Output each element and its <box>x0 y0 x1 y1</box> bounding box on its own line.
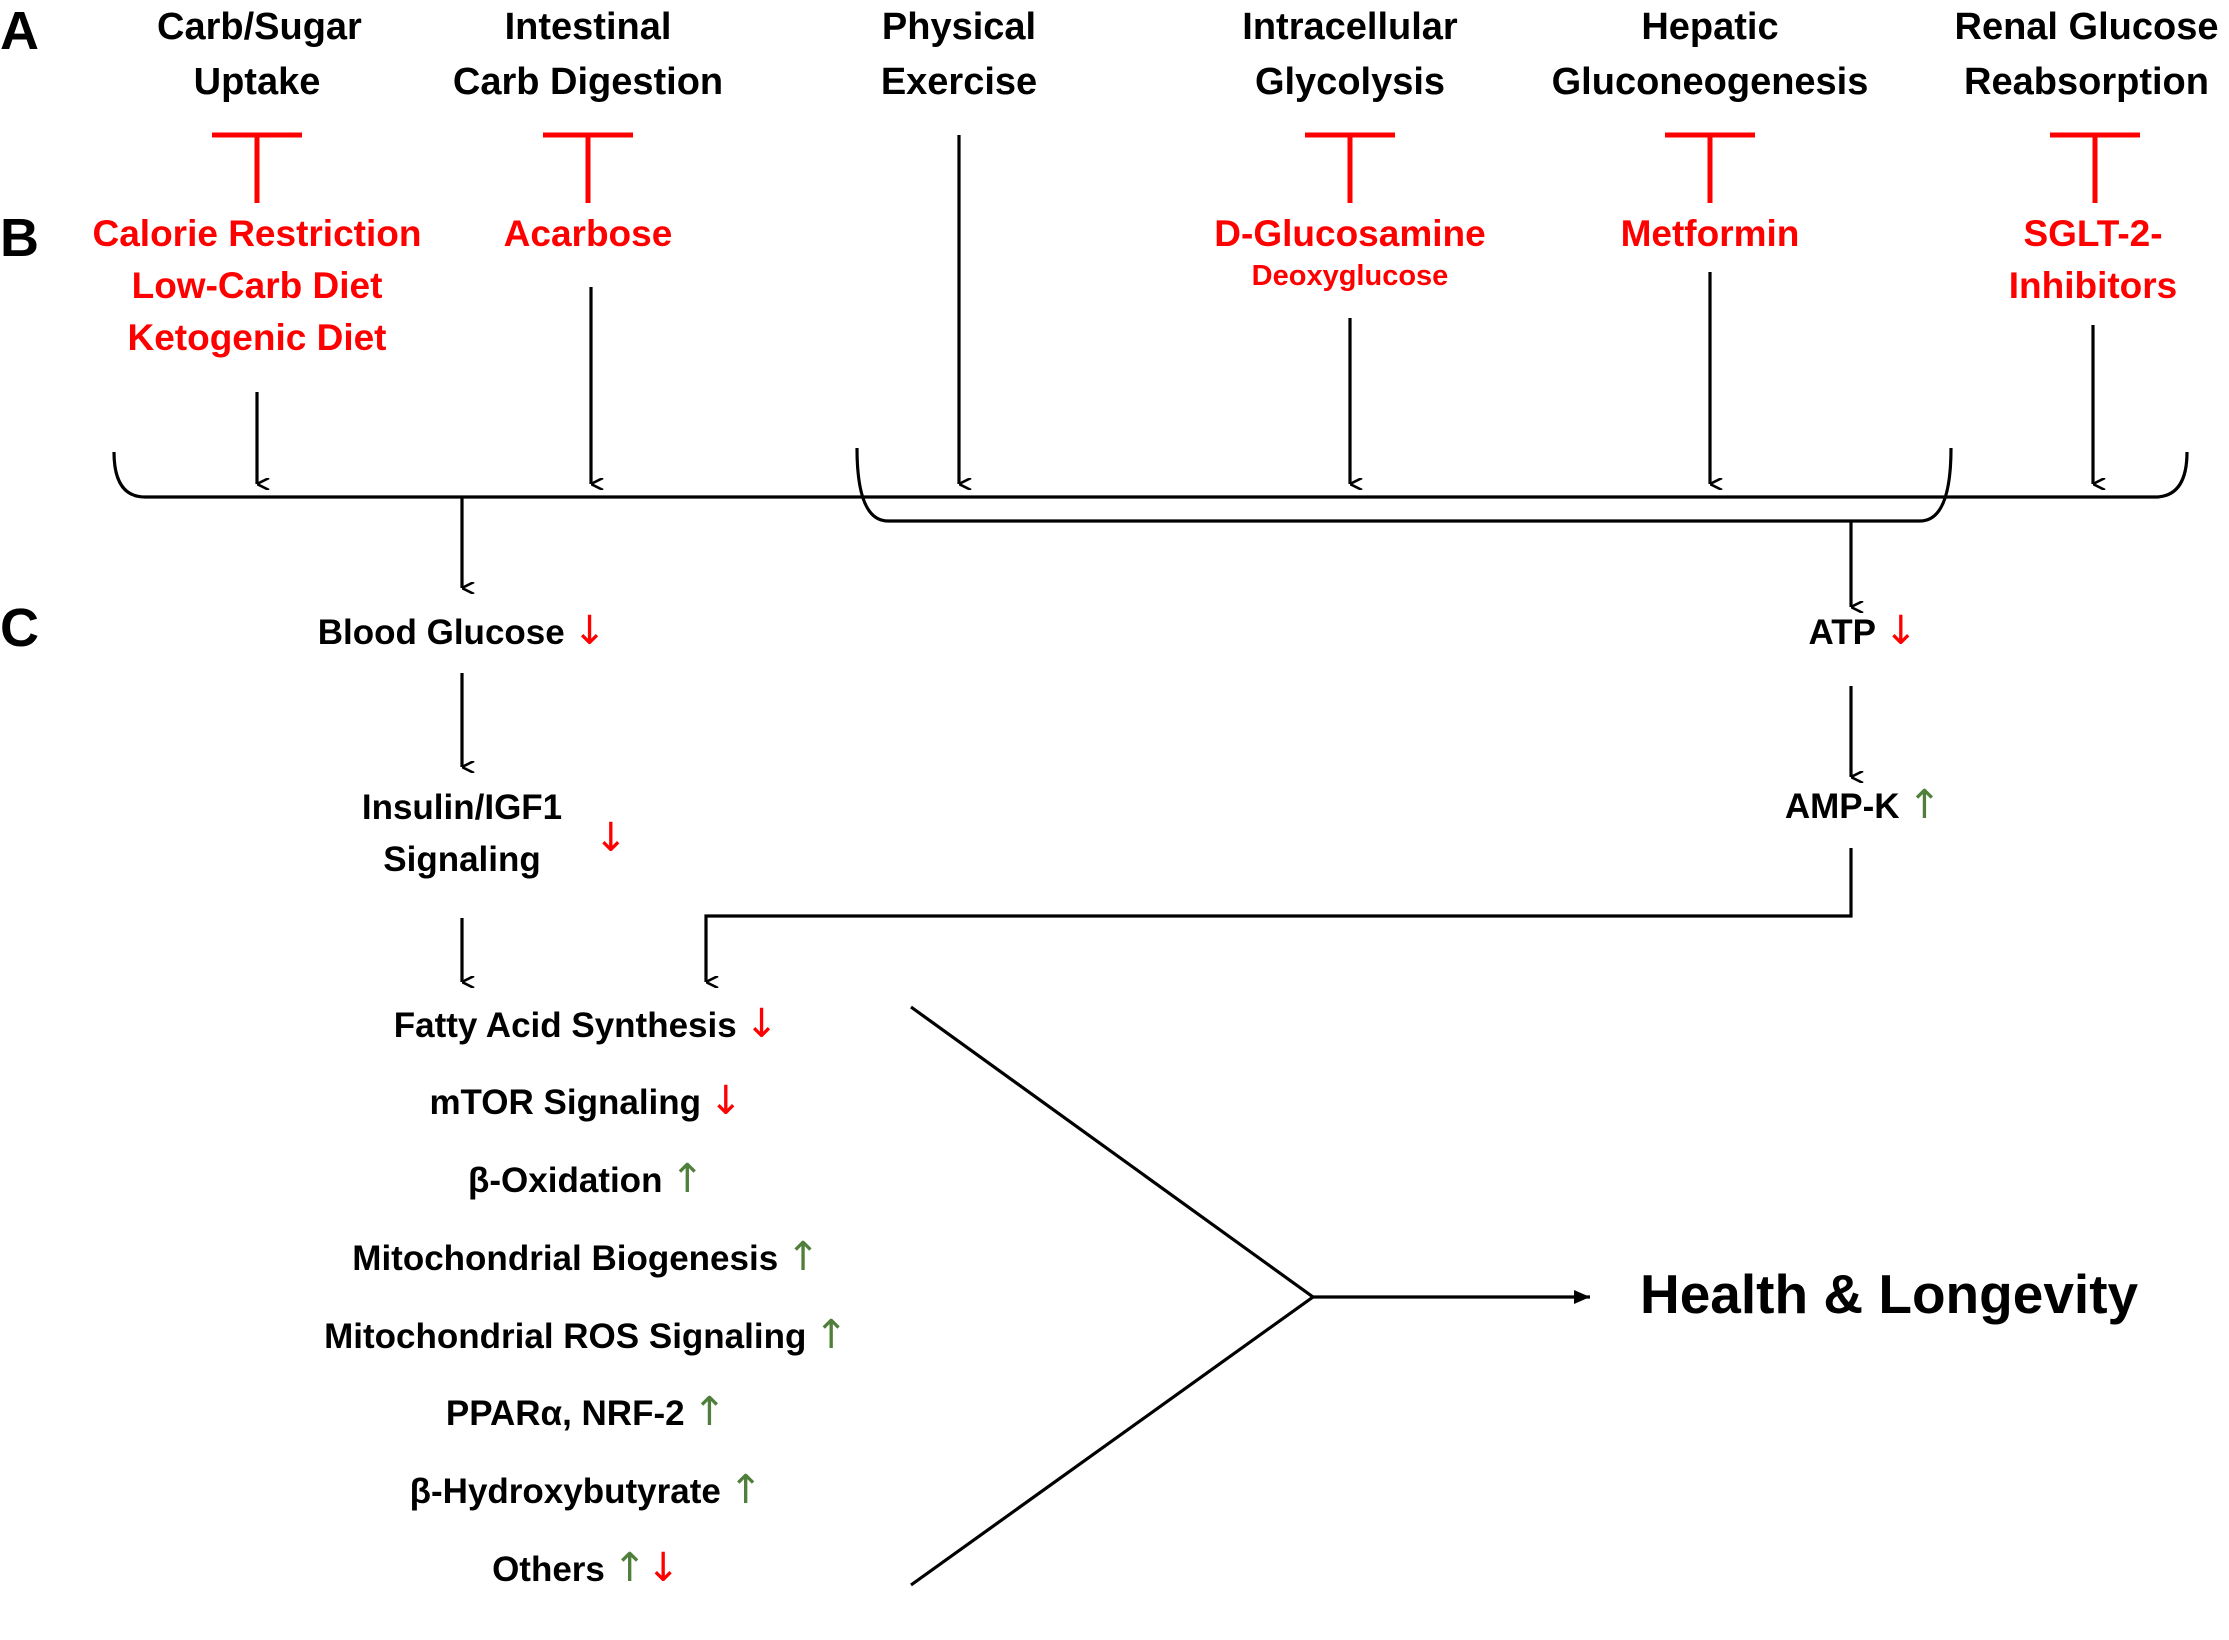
signal-atp: ATP↓ <box>1808 608 1918 654</box>
intervention-glucosamine: D-Glucosamine <box>1214 213 1486 254</box>
inhibit-bar-diet <box>212 132 302 203</box>
decrease-arrow-icon: ↓ <box>1883 608 1918 654</box>
intervention-acarbose: Acarbose <box>503 213 673 254</box>
convergence <box>910 1005 1590 1587</box>
intervention-sglt2-inhibitors: SGLT-2-Inhibitors <box>2008 213 2178 306</box>
effect-beta-hydroxybutyrate: β-Hydroxybutyrate↑ <box>409 1467 763 1513</box>
arrow-ampk-to-effects <box>704 848 1853 982</box>
effect-beta-oxidation: β-Oxidation↑ <box>468 1156 704 1202</box>
decrease-arrow-icon: ↓ <box>646 1545 680 1591</box>
effect-mitochondrial-biogenesis: Mitochondrial Biogenesis↑ <box>352 1234 820 1280</box>
brace-energy <box>855 447 1953 523</box>
increase-arrow-icon: ↑ <box>814 1312 848 1358</box>
increase-arrow-icon: ↑ <box>786 1234 820 1280</box>
decrease-arrow-icon: ↓ <box>594 815 628 861</box>
effect-ppar-nrf2: PPARα, NRF-2↑ <box>445 1389 727 1435</box>
insulin-decrease: ↓ <box>594 815 628 861</box>
inhibit-bar-sglt2 <box>2050 132 2140 203</box>
cascade-arrows <box>460 497 1853 982</box>
vertical-arrows <box>255 135 2093 484</box>
effect-fatty-acid-synthesis: Fatty Acid Synthesis↓ <box>393 1001 779 1047</box>
increase-arrow-icon: ↑ <box>612 1545 647 1591</box>
outcome-health-longevity: Health & Longevity <box>1640 1263 2139 1325</box>
increase-arrow-icon: ↑ <box>692 1389 727 1435</box>
increase-arrow-icon: ↑ <box>670 1156 704 1202</box>
signal-blood-glucose: Blood Glucose↓ <box>317 608 607 654</box>
signal-ampk: AMP-K↑ <box>1784 782 1942 828</box>
section-label-a: A <box>0 1 39 61</box>
decrease-arrow-icon: ↓ <box>744 1001 779 1047</box>
inhibition-symbols <box>212 132 2140 203</box>
intervention-metformin: Metformin <box>1620 213 1800 254</box>
effect-mitochondrial-ros-signaling: Mitochondrial ROS Signaling↑ <box>324 1312 848 1358</box>
section-label-b: B <box>0 208 39 268</box>
effect-others: Others↑↓ <box>492 1545 680 1591</box>
intervention-deoxyglucose: Deoxyglucose <box>1251 260 1449 292</box>
section-label-c: C <box>0 598 39 658</box>
increase-arrow-icon: ↑ <box>728 1467 763 1513</box>
inhibit-bar-glucosamine <box>1305 132 1395 203</box>
effect-mtor-signaling: mTOR Signaling↓ <box>429 1078 743 1124</box>
brace-all <box>112 451 2189 499</box>
braces <box>112 447 2189 523</box>
increase-arrow-icon: ↑ <box>1907 782 1942 828</box>
inhibit-bar-metformin <box>1665 132 1755 203</box>
inhibit-bar-acarbose <box>543 132 633 203</box>
decrease-arrow-icon: ↓ <box>709 1078 743 1124</box>
decrease-arrow-icon: ↓ <box>572 608 607 654</box>
